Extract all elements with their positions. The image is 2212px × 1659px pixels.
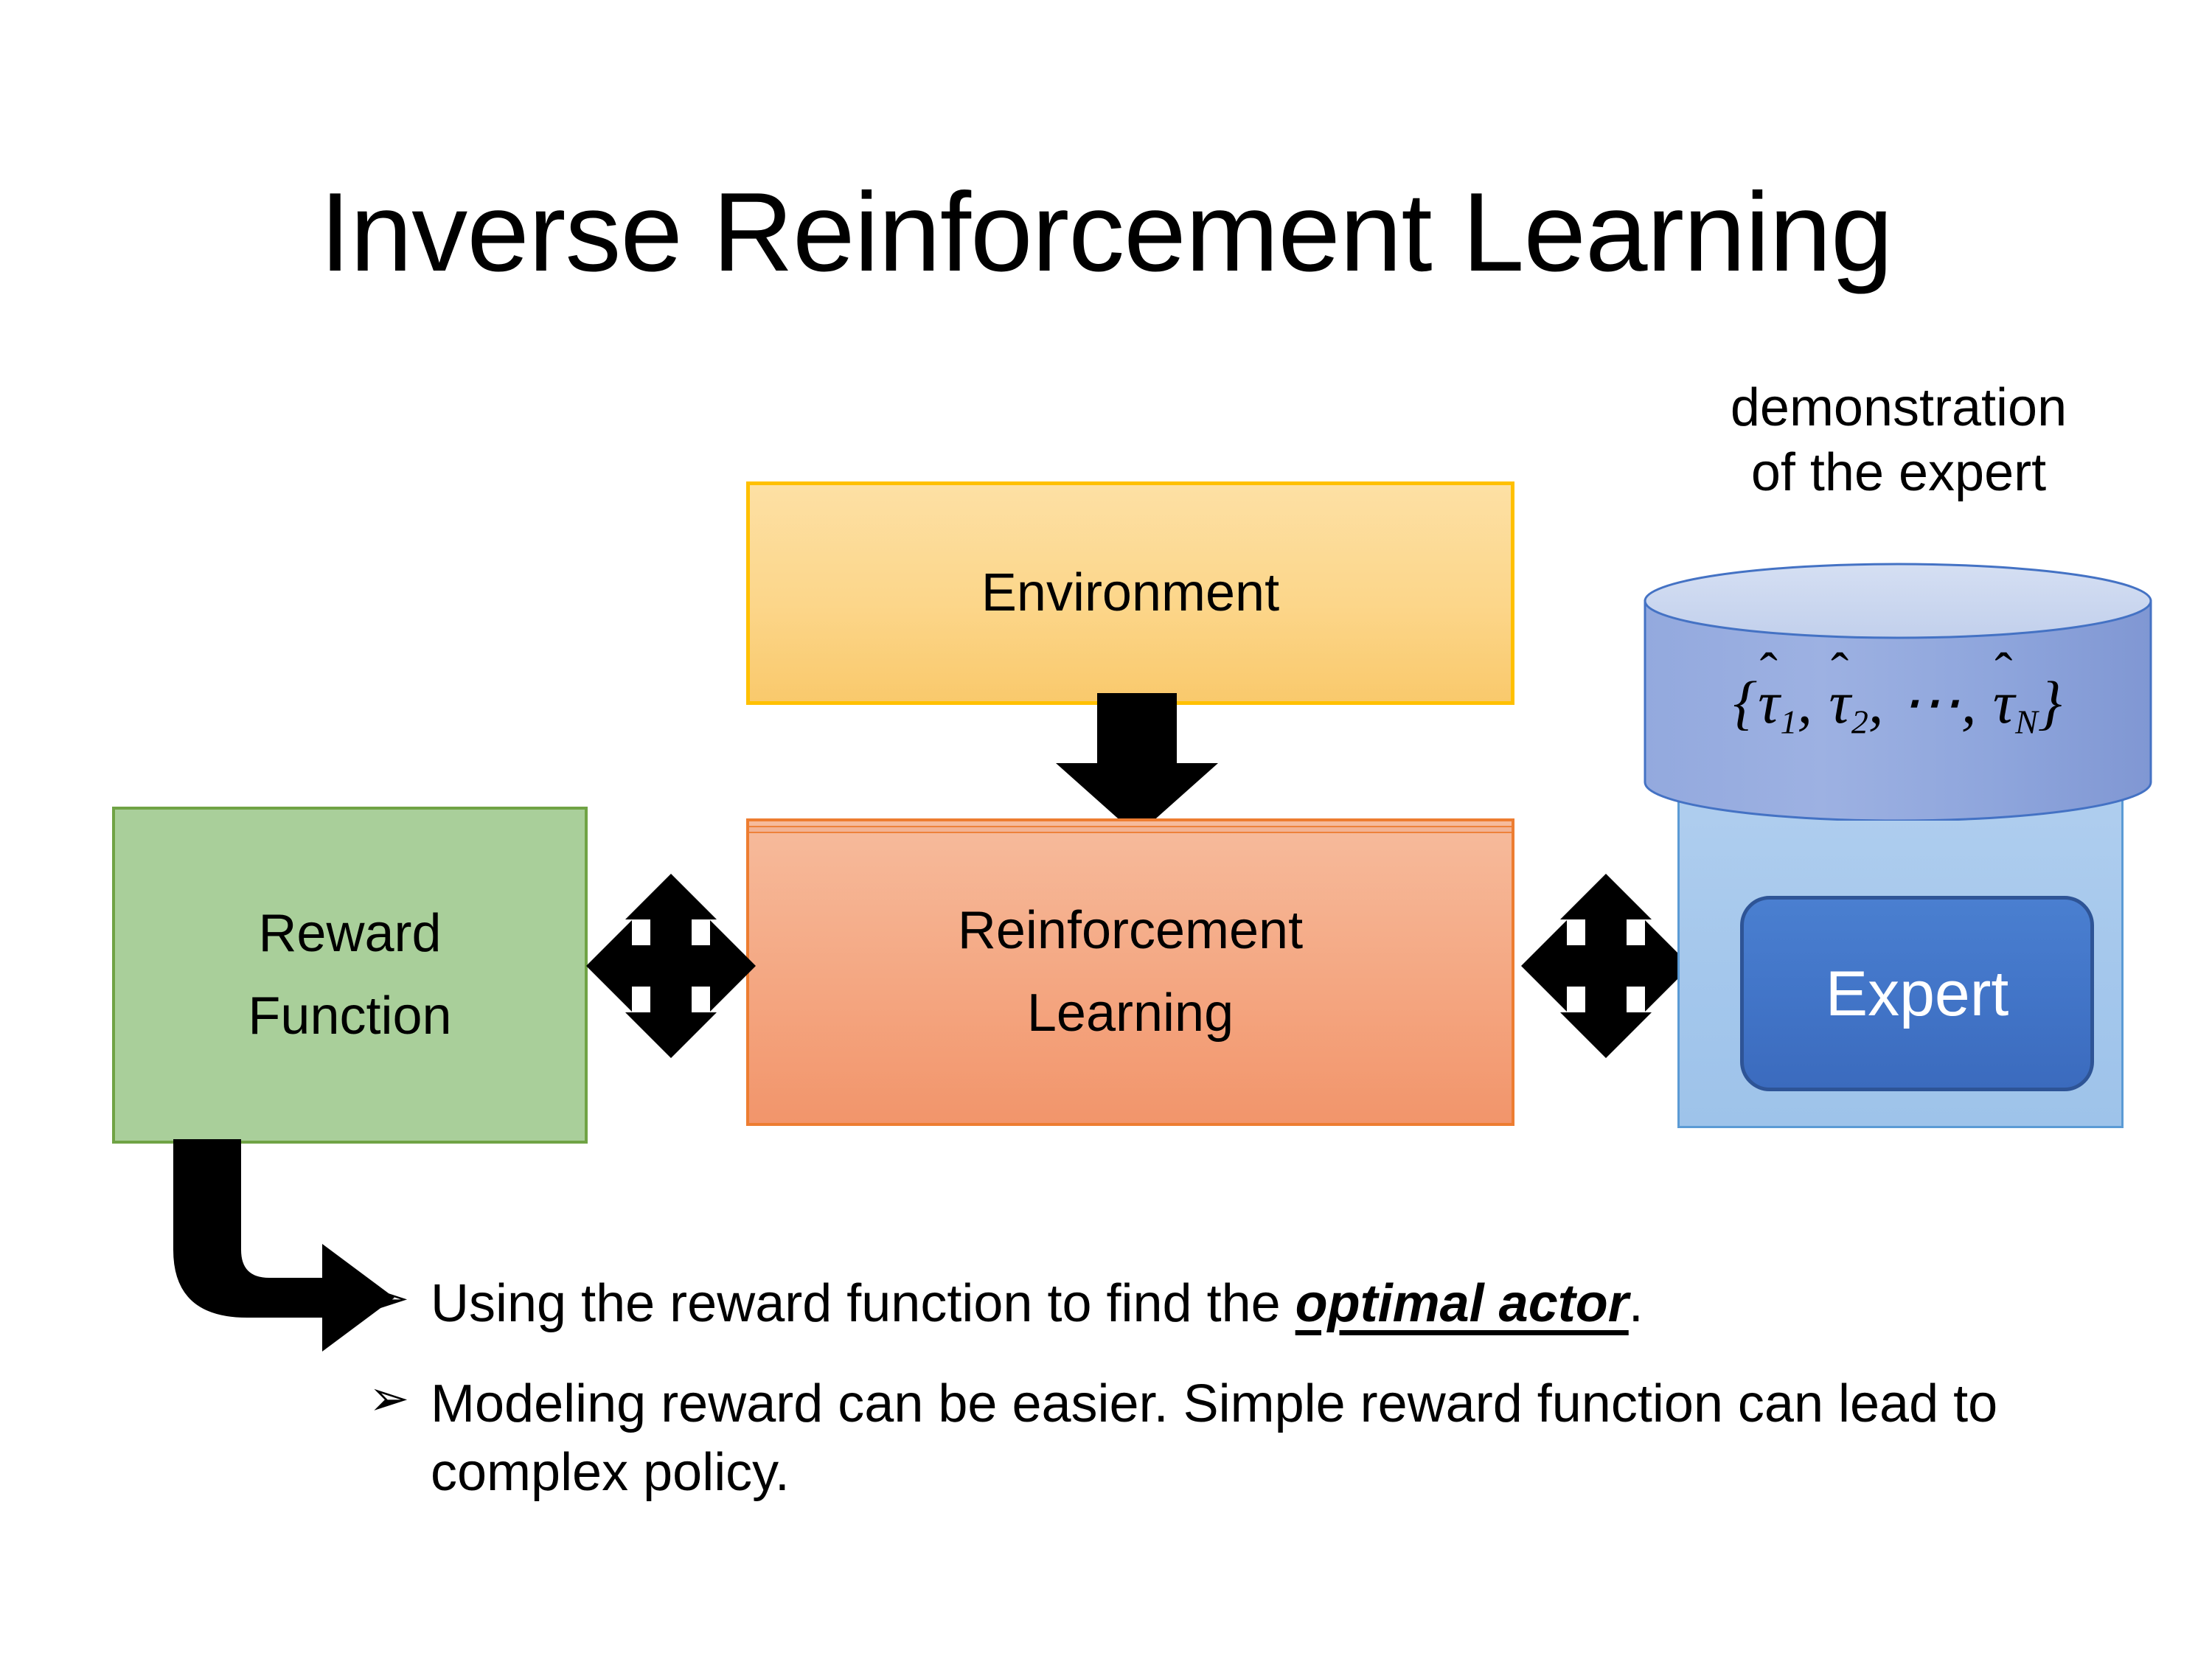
environment-label: Environment [981,563,1280,623]
formula-tau-glyph-n: τ [1992,669,2016,736]
formula-comma-1: , [1797,669,1813,736]
expert-label: Expert [1825,958,2009,1029]
reward-function-label: Reward Function [248,893,451,1057]
reinforcement-learning-box: Reinforcement Learning [746,818,1514,1126]
bullet-emphasis: optimal actor [1295,1274,1629,1333]
formula-hat-1: ̂ [1768,641,1770,701]
formula-tau-2: ̂τ [1829,668,1851,737]
bullet-text: Using the reward function to find the op… [431,1270,1644,1339]
quad-arrow-icon [586,874,756,1058]
formula-tau-glyph-2: τ [1829,669,1851,736]
page-title: Inverse Reinforcement Learning [319,170,1893,295]
bullet-text-after: . [1628,1274,1644,1333]
list-item: ➢ Using the reward function to find the … [369,1270,2065,1339]
demonstration-caption: demonstration of the expert [1641,376,2157,506]
environment-box: Environment [746,481,1514,705]
down-arrow-icon [1056,693,1218,835]
formula-tau-1: ̂τ [1758,668,1780,737]
reward-label-line2: Function [248,986,452,1046]
formula-comma-2: , [1868,669,1885,736]
rl-label-line2: Learning [1026,983,1234,1043]
bullet-text-before: Using the reward function to find the [431,1274,1295,1333]
expert-box: Expert [1740,896,2094,1091]
formula-tau-glyph-1: τ [1758,669,1781,736]
formula-ellipsis: ⋯ [1899,669,1961,736]
formula-hat-n: ̂ [2003,641,2005,701]
formula-sub-n: N [2015,703,2038,741]
bullet-arrow-icon: ➢ [369,1270,410,1325]
bullet-text: Modeling reward can be easier. Simple re… [431,1370,2065,1508]
demonstration-cylinder [1644,563,2152,821]
formula-open-brace: { [1733,669,1759,736]
list-item: ➢ Modeling reward can be easier. Simple … [369,1370,2065,1508]
demonstration-caption-line2: of the expert [1750,442,2047,502]
demonstration-caption-line1: demonstration [1730,378,2067,437]
formula-sub-2: 2 [1851,703,1868,741]
formula-close-brace: } [2037,669,2063,736]
reward-label-line1: Reward [258,903,442,963]
rl-label-line1: Reinforcement [957,900,1304,960]
bullet-text-before: Modeling reward can be easier. Simple re… [431,1374,1998,1503]
reinforcement-learning-label: Reinforcement Learning [958,890,1303,1054]
trajectory-set-formula: {̂τ1, ̂τ2, ⋯, ̂τN} [1644,667,2152,742]
reward-function-box: Reward Function [112,807,588,1144]
elbow-arrow-icon [173,1139,394,1352]
formula-tau-n: ̂τ [1993,668,2015,737]
formula-comma-3: , [1961,669,1978,736]
bullet-arrow-icon: ➢ [369,1370,410,1425]
bullet-list: ➢ Using the reward function to find the … [369,1270,2065,1539]
formula-sub-1: 1 [1780,703,1798,741]
quad-arrow-icon [1521,874,1691,1058]
